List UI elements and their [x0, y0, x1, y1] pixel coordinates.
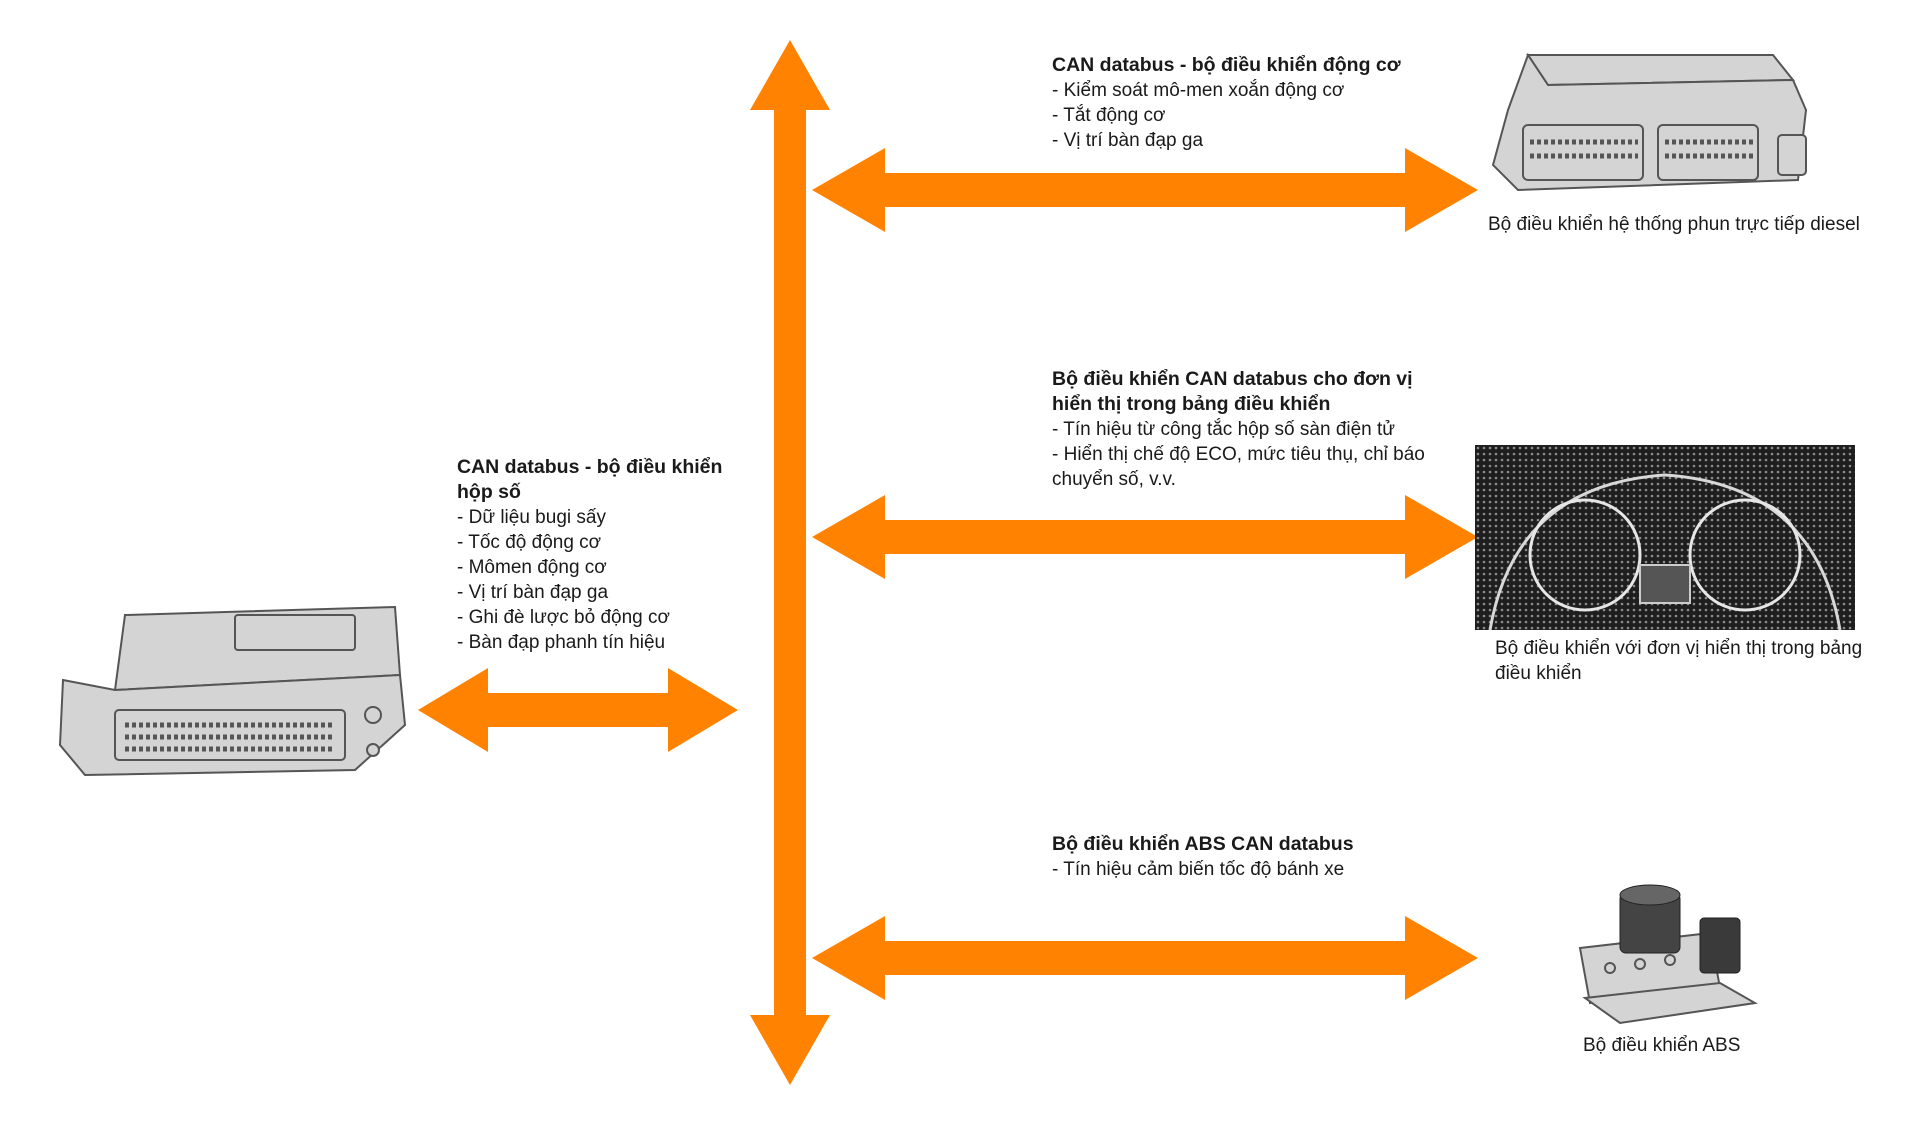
list-item: - Kiểm soát mô-men xoắn động cơ [1052, 80, 1345, 101]
dashboard-caption: Bộ điều khiển với đơn vị hiển thị trong … [1495, 638, 1863, 684]
engine-info-block: CAN databus - bộ điều khiển động cơ - Ki… [1052, 53, 1432, 153]
gauge-left [1528, 498, 1642, 612]
transmission-items-list: - Dữ liệu bugi sấy - Tốc độ động cơ - Mô… [457, 505, 747, 655]
arrow-transmission-link [418, 668, 738, 752]
list-item: - Tốc độ động cơ [457, 532, 602, 553]
abs-connector [1699, 917, 1741, 974]
arrow-dashboard-link [812, 495, 1478, 579]
engine-ecu-image [1491, 52, 1808, 192]
ecu-mount-hole [364, 706, 382, 724]
engine-items-list: - Kiểm soát mô-men xoắn động cơ - Tắt độ… [1052, 78, 1432, 153]
ecu-connector-right [1657, 124, 1759, 181]
list-item: - Vị trí bàn đạp ga [457, 582, 609, 603]
abs-unit-image [1578, 884, 1759, 1025]
vertical-bus-arrow [750, 40, 830, 1085]
transmission-ecu-image [58, 605, 407, 777]
ecu-top-plate [234, 614, 356, 651]
list-item: - Vị trí bàn đạp ga [1052, 130, 1204, 151]
transmission-title: CAN databus - bộ điều khiển hộp số [457, 456, 723, 503]
ecu-mount-hole [366, 743, 380, 757]
list-item: - Ghi đè lược bỏ động cơ [457, 607, 670, 628]
transmission-info-block: CAN databus - bộ điều khiển hộp số - Dữ … [457, 455, 747, 655]
dashboard-info-block: Bộ điều khiển CAN databus cho đơn vị hiể… [1052, 367, 1437, 492]
list-item: - Dữ liệu bugi sấy [457, 507, 606, 528]
list-item: - Hiển thị chế độ ECO, mức tiêu thụ, chỉ… [1052, 444, 1425, 490]
dashboard-items-list: - Tín hiệu từ công tắc hộp số sàn điện t… [1052, 417, 1437, 492]
abs-caption: Bộ điều khiển ABS [1583, 1035, 1741, 1056]
dashboard-title: Bộ điều khiển CAN databus cho đơn vị hiể… [1052, 368, 1413, 415]
abs-port [1604, 962, 1616, 974]
list-item: - Bàn đạp phanh tín hiệu [457, 632, 666, 653]
abs-info-block: Bộ điều khiển ABS CAN databus - Tín hiệu… [1052, 832, 1432, 882]
cluster-hood-arc [1488, 473, 1842, 630]
abs-port [1664, 954, 1676, 966]
instrument-cluster-image [1475, 445, 1855, 630]
abs-title: Bộ điều khiển ABS CAN databus [1052, 833, 1354, 855]
engine-title: CAN databus - bộ điều khiển động cơ [1052, 54, 1401, 76]
ecu-connector-left [1522, 124, 1644, 181]
list-item: - Mômen động cơ [457, 557, 607, 578]
ecu-side-tab [1777, 134, 1807, 176]
gauge-right [1688, 498, 1802, 612]
list-item: - Tín hiệu từ công tắc hộp số sàn điện t… [1052, 419, 1396, 440]
abs-port [1634, 958, 1646, 970]
center-display [1639, 564, 1691, 604]
abs-motor-cap [1619, 884, 1681, 906]
arrow-engine-link [812, 148, 1478, 232]
abs-ecu-base [1582, 981, 1759, 1025]
list-item: - Tắt động cơ [1052, 105, 1166, 126]
arrow-abs-link [812, 916, 1478, 1000]
abs-items-list: - Tín hiệu cảm biến tốc độ bánh xe [1052, 857, 1432, 882]
list-item: - Tín hiệu cảm biến tốc độ bánh xe [1052, 859, 1345, 880]
engine-caption: Bộ điều khiển hệ thống phun trực tiếp di… [1488, 214, 1860, 235]
